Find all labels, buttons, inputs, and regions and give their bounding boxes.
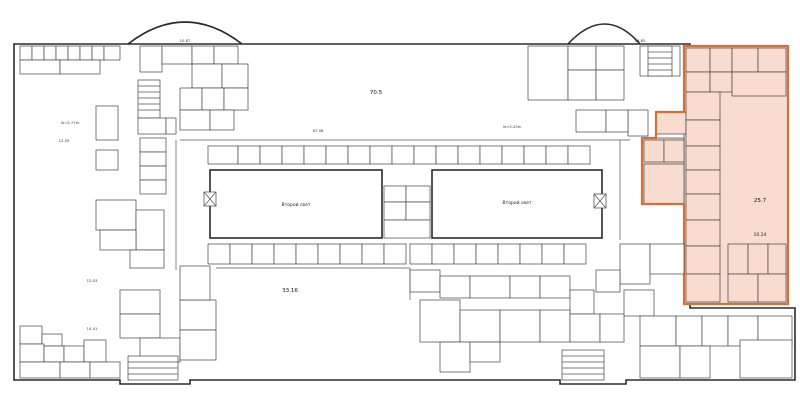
corridor-dim-left: ln=5.77m <box>61 120 80 125</box>
building-outline <box>13 43 796 385</box>
corridor-dim-right: ln=5.43m <box>503 124 522 129</box>
courtyard-left-label: Второй свет <box>282 201 311 208</box>
right-stair-core <box>647 45 673 77</box>
center-dim: 67.08 <box>313 128 324 133</box>
left-wing-rooms <box>95 105 167 269</box>
highlighted-area <box>640 44 790 306</box>
corridor-top-rooms <box>207 145 591 165</box>
main-hall-area: 70.5 <box>370 90 383 96</box>
stair-core-center-left <box>203 191 217 207</box>
right-stair-dome <box>567 23 641 45</box>
courtyard-right-label: Второй свет <box>503 199 532 206</box>
left-wing-dim-2: 12.03 <box>87 278 98 283</box>
hall-walls <box>175 139 630 300</box>
right-dim: 14.41 <box>87 326 98 331</box>
right-middle-rooms <box>595 243 685 317</box>
lower-hall-area: 33.16 <box>282 288 298 294</box>
stair-core-center-right <box>593 193 607 209</box>
right-block-area-2: 10.24 <box>754 232 767 238</box>
courtyard-middle-rooms <box>383 185 431 239</box>
left-stair-dome <box>127 21 243 45</box>
top-dim-left: 10.87 <box>180 38 191 43</box>
top-dim-right: 16.85 <box>635 38 646 43</box>
bottom-right-stair-core <box>561 349 605 381</box>
left-wing-dim: 12.55 <box>59 138 70 143</box>
center-top-rooms <box>179 63 249 131</box>
bottom-left-rooms <box>19 265 217 379</box>
top-left-rooms <box>19 45 239 75</box>
courtyard-right: Второй свет <box>431 169 603 239</box>
left-stair-core <box>137 79 177 135</box>
right-block-area: 25.7 <box>754 198 767 204</box>
courtyard-left: Второй свет <box>209 169 383 239</box>
corridor-bottom-rooms <box>207 243 587 265</box>
bottom-left-stair-core <box>127 355 179 381</box>
bottom-right-rooms <box>639 315 793 379</box>
bottom-center-rooms <box>409 269 625 373</box>
